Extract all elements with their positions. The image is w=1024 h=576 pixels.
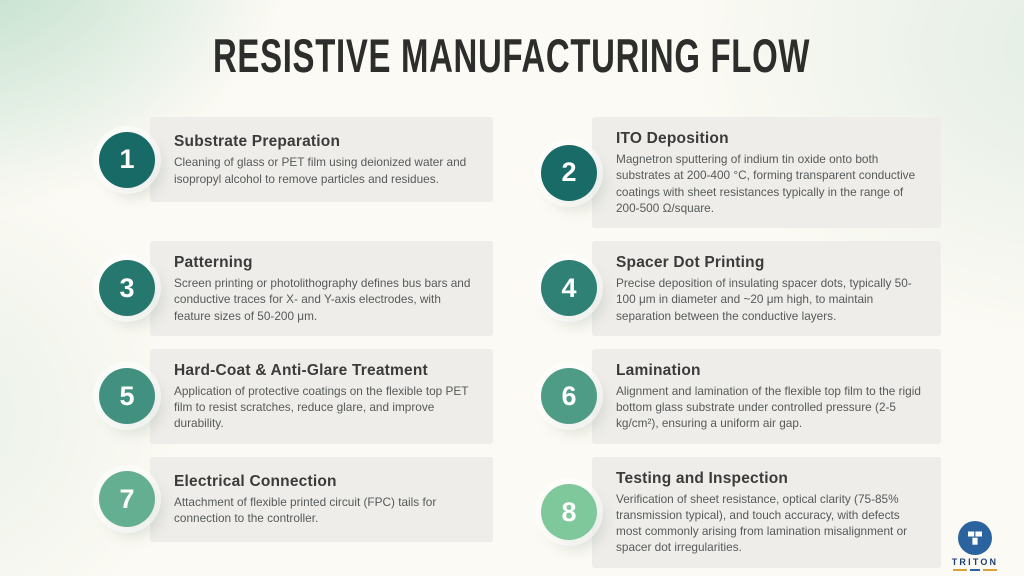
step-item: 1 Substrate Preparation Cleaning of glas…: [99, 117, 493, 202]
step-item: 2 ITO Deposition Magnetron sputtering of…: [541, 117, 941, 229]
triton-logo-icon: [958, 520, 992, 555]
step-card: Patterning Screen printing or photolitho…: [150, 241, 493, 336]
step-item: 4 Spacer Dot Printing Precise deposition…: [541, 241, 941, 336]
step-description: Attachment of flexible printed circuit (…: [174, 494, 437, 526]
step-title: Lamination: [616, 361, 701, 379]
step-number: 6: [561, 380, 577, 411]
step-number: 5: [119, 380, 135, 411]
page-header: RESISTIVE MANUFACTURING FLOW: [0, 28, 1024, 83]
step-number: 1: [119, 144, 135, 174]
step-card: Spacer Dot Printing Precise deposition o…: [592, 241, 941, 336]
step-number: 8: [561, 496, 577, 527]
step-description: Cleaning of glass or PET film using deio…: [174, 155, 467, 186]
step-number: 4: [561, 272, 577, 303]
triton-logo: TRITON: [943, 520, 1007, 571]
step-title: Testing and Inspection: [616, 469, 789, 487]
triton-brand-text: TRITON: [951, 556, 999, 567]
step-number: 7: [119, 483, 135, 514]
step-item: 7 Electrical Connection Attachment of fl…: [99, 456, 493, 542]
step-number: 2: [561, 157, 577, 188]
step-title: Patterning: [174, 254, 253, 272]
step-description: Application of protective coatings on th…: [174, 383, 469, 431]
step-title: Substrate Preparation: [174, 133, 341, 151]
step-description: Magnetron sputtering of indium tin oxide…: [616, 152, 916, 215]
step-circle: 1: [99, 131, 155, 188]
step-circle: 7: [99, 471, 155, 528]
step-item: 6 Lamination Alignment and lamination of…: [541, 348, 941, 444]
step-item: 3 Patterning Screen printing or photolit…: [99, 241, 493, 336]
step-number: 3: [119, 272, 135, 303]
step-item: 5 Hard-Coat & Anti-Glare Treatment Appli…: [99, 348, 493, 444]
letter-t-icon: [968, 531, 982, 545]
step-circle: 2: [541, 144, 597, 201]
step-description: Precise deposition of insulating spacer …: [616, 276, 912, 323]
step-description: Screen printing or photolithography defi…: [174, 276, 471, 323]
step-title: ITO Deposition: [616, 130, 729, 147]
step-card: ITO Deposition Magnetron sputtering of i…: [592, 117, 941, 229]
step-card: Lamination Alignment and lamination of t…: [592, 348, 941, 444]
triton-tagline-rule: [943, 568, 1007, 571]
tagline-center-mark: [970, 568, 980, 571]
step-title: Spacer Dot Printing: [616, 254, 765, 272]
step-title: Electrical Connection: [174, 472, 337, 490]
steps-grid: 1 Substrate Preparation Cleaning of glas…: [99, 117, 941, 568]
tagline-dash-left: [953, 569, 967, 571]
step-description: Alignment and lamination of the flexible…: [616, 383, 921, 431]
step-circle: 3: [99, 260, 155, 317]
step-circle: 5: [99, 368, 155, 425]
step-title: Hard-Coat & Anti-Glare Treatment: [174, 361, 428, 379]
step-card: Testing and Inspection Verification of s…: [592, 456, 941, 568]
tagline-dash-right: [983, 569, 997, 571]
step-circle: 6: [541, 368, 597, 425]
step-item: 8 Testing and Inspection Verification of…: [541, 456, 941, 568]
step-card: Hard-Coat & Anti-Glare Treatment Applica…: [150, 348, 493, 444]
step-circle: 4: [541, 260, 597, 317]
step-card: Substrate Preparation Cleaning of glass …: [150, 117, 493, 202]
page-title: RESISTIVE MANUFACTURING FLOW: [213, 29, 811, 82]
step-circle: 8: [541, 484, 597, 541]
step-card: Electrical Connection Attachment of flex…: [150, 456, 493, 542]
step-description: Verification of sheet resistance, optica…: [616, 491, 908, 555]
